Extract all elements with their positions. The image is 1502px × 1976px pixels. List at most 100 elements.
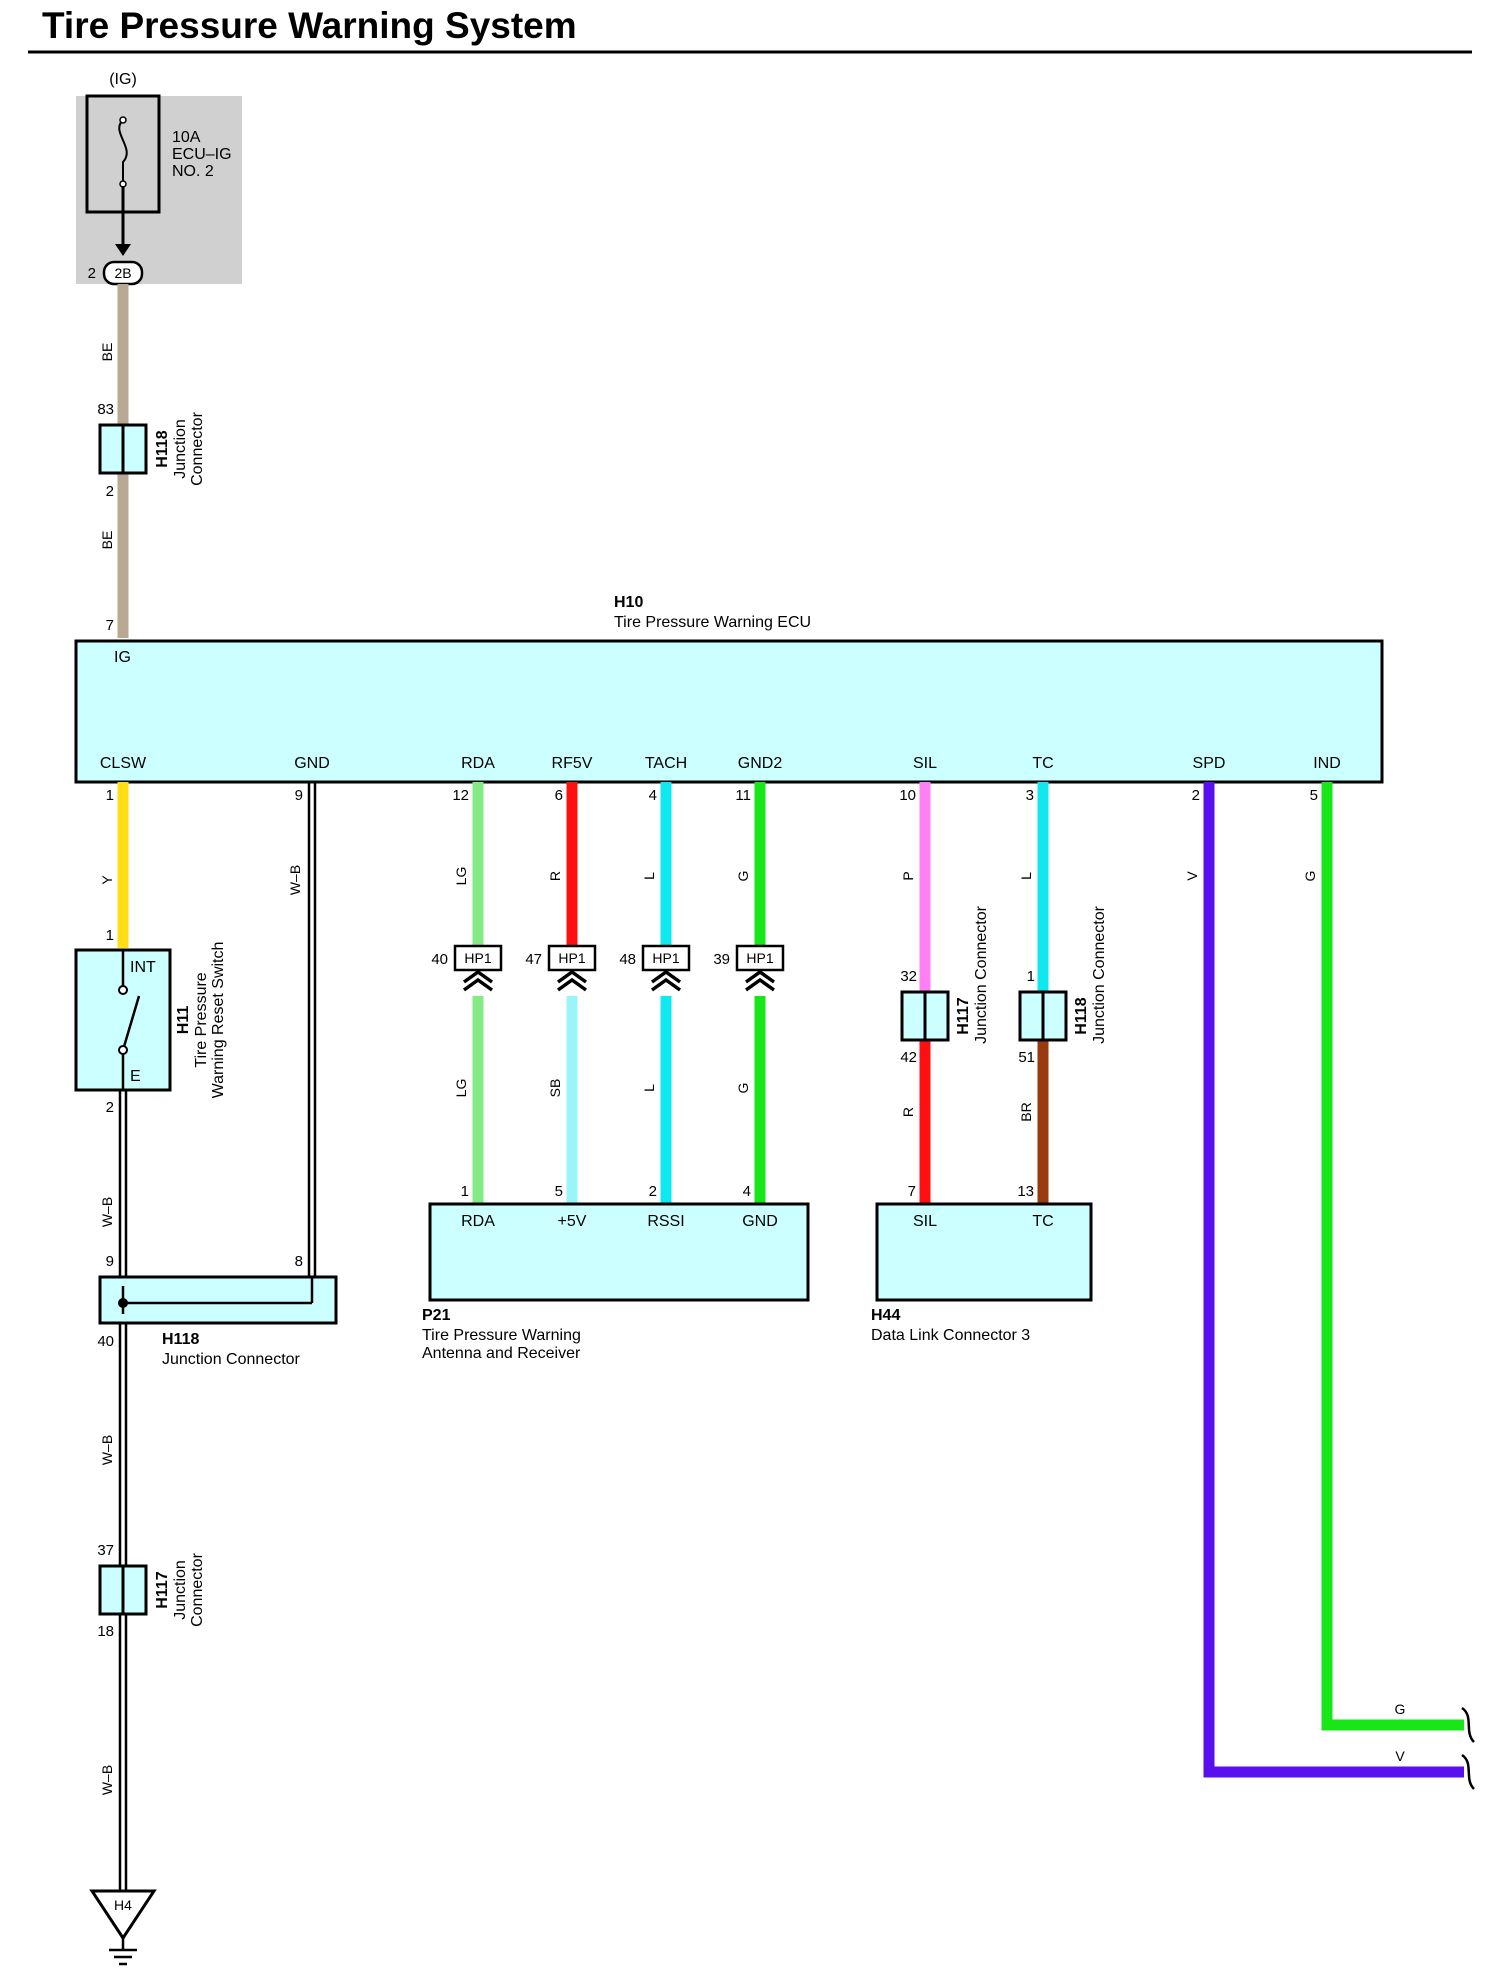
wire-label-l-bottom: L bbox=[641, 1084, 657, 1092]
h118-bottom-box bbox=[98, 1275, 338, 1325]
hp1-chevron-icon bbox=[650, 969, 682, 992]
ecu-terminal-pin: 2 bbox=[1192, 787, 1200, 804]
ecu-terminal-pin: 10 bbox=[899, 787, 916, 804]
h117-low-pin-bottom: 18 bbox=[97, 1623, 114, 1640]
hp1-box bbox=[547, 944, 597, 972]
h118-mid-junction: 1 51 H118 Junction Connector bbox=[1018, 905, 1108, 1066]
h118-bottom-pin-out: 40 bbox=[97, 1333, 114, 1350]
h117-low-name-line2: Connector bbox=[189, 1552, 206, 1626]
ecu-terminal-label: IND bbox=[1313, 755, 1341, 772]
switch-pin-top: 1 bbox=[106, 927, 114, 944]
h117-mid-junction: 32 42 H117 Junction Connector bbox=[900, 905, 990, 1066]
fuse-symbol bbox=[118, 119, 128, 186]
hp1-chevron-icon bbox=[744, 969, 776, 992]
wire-label-wb1: W–B bbox=[99, 1197, 115, 1227]
wire-break-v bbox=[1461, 1753, 1475, 1790]
wire-label-sb-bottom: SB bbox=[547, 1079, 563, 1098]
hp1-box bbox=[735, 944, 785, 972]
fuse-ig-label: (IG) bbox=[109, 71, 137, 88]
switch-contact-top bbox=[118, 985, 128, 995]
switch-blade bbox=[121, 995, 141, 1051]
p21-name-line2: Antenna and Receiver bbox=[422, 1345, 581, 1362]
wire-label-v-spd: V bbox=[1184, 871, 1200, 881]
ecu-terminal-pin: 12 bbox=[452, 787, 469, 804]
h118-top-name-line2: Connector bbox=[189, 411, 206, 485]
wire-label-be1: BE bbox=[99, 343, 115, 362]
h117-mid-pin-bottom: 42 bbox=[900, 1049, 917, 1066]
hp1-label: HP1 bbox=[652, 950, 679, 966]
h44-name: Data Link Connector 3 bbox=[871, 1327, 1030, 1344]
ecu-ig-label: IG bbox=[114, 649, 131, 666]
dlc-wires bbox=[919, 782, 1049, 1203]
ecu-name: Tire Pressure Warning ECU bbox=[614, 614, 811, 631]
hp1-pin: 39 bbox=[713, 951, 730, 968]
ecu-terminal-pin: 11 bbox=[735, 787, 751, 804]
connector-2b-label: 2B bbox=[114, 265, 131, 281]
wire-label-g-top: G bbox=[735, 871, 751, 882]
h118-mid-pin-top: 1 bbox=[1027, 968, 1035, 985]
p21-terminal-label: RDA bbox=[461, 1213, 495, 1230]
ecu-box bbox=[74, 639, 1384, 784]
ecu-terminal-label: GND2 bbox=[738, 755, 783, 772]
fuse-terminal-top bbox=[119, 116, 127, 124]
h44-box bbox=[875, 1202, 1093, 1302]
p21-terminal-label: RSSI bbox=[647, 1213, 684, 1230]
connector-2b-pin: 2 bbox=[88, 265, 96, 282]
h117-low-name-line1: Junction bbox=[172, 1560, 189, 1620]
wire-v-spd bbox=[1203, 782, 1464, 1778]
switch-name-line2: Warning Reset Switch bbox=[210, 942, 227, 1099]
ecu-id: H10 bbox=[614, 594, 643, 611]
h118-top-pin-top: 83 bbox=[97, 401, 114, 418]
wire-label-br: BR bbox=[1018, 1102, 1034, 1121]
ecu-terminal-pin: 9 bbox=[295, 787, 303, 804]
switch-id: H11 bbox=[175, 1006, 192, 1035]
wire-label-g-bottom: G bbox=[735, 1083, 751, 1094]
output-wires bbox=[1203, 782, 1475, 1790]
h117-mid-pin-top: 32 bbox=[900, 968, 917, 985]
wire-label-l-top: L bbox=[641, 872, 657, 880]
wire-label-r-top: R bbox=[547, 871, 563, 881]
switch-contact-bottom bbox=[118, 1045, 128, 1055]
h117-mid-id: H117 bbox=[955, 997, 972, 1034]
h118-bottom-id: H118 bbox=[162, 1331, 199, 1348]
switch-pin-bottom: 2 bbox=[106, 1099, 114, 1116]
p21-terminal-label: GND bbox=[742, 1213, 778, 1230]
page-title: Tire Pressure Warning System bbox=[42, 5, 577, 46]
p21-terminal-pin: 1 bbox=[461, 1183, 469, 1200]
wire-label-be2: BE bbox=[99, 531, 115, 550]
ecu-terminal-label: RDA bbox=[461, 755, 495, 772]
switch-e-label: E bbox=[130, 1068, 141, 1085]
ecu-terminal-label: GND bbox=[294, 755, 330, 772]
wire-g-ind bbox=[1321, 782, 1464, 1731]
wire-label-g-ind: G bbox=[1302, 871, 1318, 882]
h44-terminal-pin: 7 bbox=[908, 1183, 916, 1200]
p21-id: P21 bbox=[422, 1307, 451, 1324]
fuse-block: (IG) 10A ECU–IG NO. 2 2B 2 bbox=[76, 71, 242, 286]
ecu-terminal-label: RF5V bbox=[552, 755, 593, 772]
ecu-terminal-pin: 4 bbox=[649, 787, 657, 804]
reset-switch-h11: 1 2 INT E H11 Tire Pressure Warning Rese… bbox=[74, 927, 227, 1116]
hp1-chevron-icon bbox=[556, 969, 588, 992]
h44-id: H44 bbox=[871, 1307, 900, 1324]
wire-label-p: P bbox=[900, 871, 916, 880]
ecu-terminal-label: TC bbox=[1032, 755, 1053, 772]
ecu-ig-pin: 7 bbox=[106, 617, 114, 634]
p21-box bbox=[428, 1202, 810, 1302]
hp1-pin: 40 bbox=[431, 951, 448, 968]
h118-mid-name: Junction Connector bbox=[1091, 905, 1108, 1044]
ground-triangle bbox=[89, 1889, 157, 1941]
h118-top-id: H118 bbox=[154, 430, 171, 467]
hp1-label: HP1 bbox=[464, 950, 491, 966]
hp1-connector: HP1 40 bbox=[431, 944, 503, 992]
switch-int-label: INT bbox=[130, 959, 156, 976]
fuse-arrow bbox=[115, 244, 131, 256]
hp1-chevron-icon bbox=[462, 969, 494, 992]
h44-terminal-pin: 13 bbox=[1017, 1183, 1034, 1200]
h117-low-pin-top: 37 bbox=[97, 1542, 114, 1559]
